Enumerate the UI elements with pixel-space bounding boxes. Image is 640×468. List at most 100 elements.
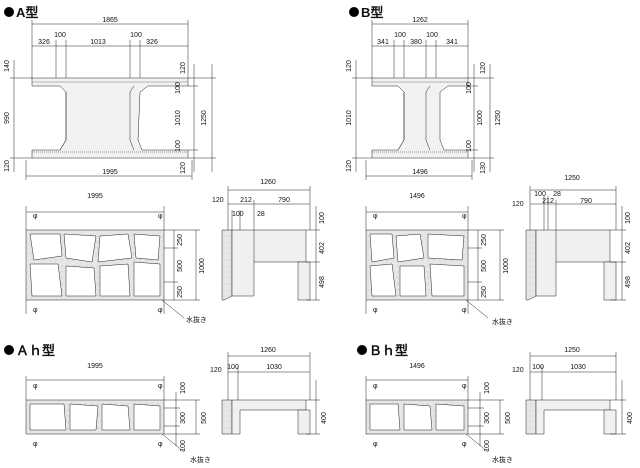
dim-bh-front-bot: 100 — [484, 440, 491, 452]
phi-mark: φ — [33, 307, 38, 314]
dim-a-side-right1: 100 — [319, 212, 326, 224]
phi-mark: φ — [462, 307, 467, 314]
title-b-type: B型 — [349, 2, 383, 21]
drain-label-b: 水抜き — [492, 317, 513, 326]
a-side-view — [221, 186, 320, 301]
dim-a-bottom-width: 1995 — [102, 169, 118, 176]
phi-mark: φ — [158, 383, 163, 390]
dim-b-right-bot: 130 — [480, 162, 487, 174]
dim-a-side-right2: 402 — [319, 242, 326, 254]
phi-mark: φ — [158, 307, 163, 314]
dim-bh-front-top: 100 — [484, 382, 491, 394]
dim-a-right-bot: 120 — [180, 162, 187, 174]
a-front-view — [25, 206, 200, 319]
dim-b-side-d0: 100 — [534, 191, 546, 198]
dim-b-side-d1: 28 — [553, 191, 561, 198]
dim-ah-side-right: 400 — [321, 412, 328, 424]
phi-mark: φ — [373, 213, 378, 220]
dim-bh-front-total: 500 — [505, 412, 512, 424]
phi-mark: φ — [462, 213, 467, 220]
dim-bh-front-mid: 300 — [484, 412, 491, 424]
dim-a-side-left: 120 — [212, 197, 224, 204]
phi-mark: φ — [373, 383, 378, 390]
dim-b-right-total: 1250 — [495, 110, 502, 126]
dim-a-side-right3: 498 — [319, 276, 326, 288]
dim-b-web-right: 100 — [426, 32, 438, 39]
dim-b-right-top: 120 — [480, 62, 487, 74]
dim-b-side-d2: 212 — [542, 198, 554, 205]
title-a-type: A型 — [4, 2, 38, 21]
dim-ah-front-width: 1995 — [87, 363, 103, 370]
dim-b-side-right2: 402 — [625, 242, 632, 254]
dim-b-center: 380 — [410, 39, 422, 46]
dim-b-right-mid: 1000 — [477, 110, 484, 126]
dim-bh-side-left: 120 — [512, 367, 524, 374]
dim-a-left-flange: 326 — [38, 39, 50, 46]
dim-b-overall: 1262 — [412, 17, 428, 24]
dim-bh-side-d2: 1030 — [570, 364, 586, 371]
dim-b-side-left: 120 — [512, 201, 524, 208]
dim-a-web-left: 100 — [54, 32, 66, 39]
dim-a-left-top: 140 — [4, 60, 11, 72]
b-front-view — [365, 206, 504, 319]
dim-a-right-a: 100 — [175, 82, 182, 94]
dim-ah-side-d2: 1030 — [266, 364, 282, 371]
dim-b-front-mid: 500 — [481, 260, 488, 272]
dim-ah-front-bot: 100 — [180, 440, 187, 452]
dim-a-front-bot: 250 — [177, 286, 184, 298]
dim-a-front-mid: 500 — [177, 260, 184, 272]
dim-a-left-bot: 120 — [4, 160, 11, 172]
dim-ah-side-d1: 100 — [227, 364, 239, 371]
title-a-text: A型 — [16, 5, 39, 20]
dim-a-center: 1013 — [90, 39, 106, 46]
drain-label-bh: 水抜き — [492, 455, 513, 464]
dim-b-side-total: 1250 — [564, 175, 580, 182]
phi-mark: φ — [33, 383, 38, 390]
dim-b-right-b: 100 — [466, 140, 473, 152]
dim-a-front-width: 1995 — [87, 193, 103, 200]
bullet-icon — [4, 344, 14, 355]
bh-front-view — [365, 376, 504, 453]
dim-b-front-width: 1496 — [409, 193, 425, 200]
dim-ah-side-total: 1260 — [260, 347, 276, 354]
dim-b-left-flange: 341 — [377, 39, 389, 46]
phi-mark: φ — [158, 213, 163, 220]
phi-mark: φ — [462, 383, 467, 390]
dim-bh-side-right: 400 — [627, 412, 634, 424]
bullet-icon — [4, 6, 14, 17]
a-plan-view — [10, 20, 216, 180]
dim-b-left-top: 120 — [346, 60, 353, 72]
dim-a-front-top: 250 — [177, 234, 184, 246]
dim-a-left-mid: 990 — [4, 112, 11, 124]
dim-a-right-b: 100 — [175, 140, 182, 152]
dim-b-right-flange: 341 — [446, 39, 458, 46]
dim-a-web-right: 100 — [130, 32, 142, 39]
bullet-icon — [349, 6, 359, 17]
b-plan-view — [352, 20, 494, 180]
dim-b-web-left: 100 — [394, 32, 406, 39]
title-ah-text: Ａｈ型 — [16, 343, 56, 358]
title-bh-type: Ｂｈ型 — [357, 340, 408, 359]
dim-b-front-bot: 250 — [481, 286, 488, 298]
dim-b-bottom-width: 1496 — [412, 169, 428, 176]
dim-b-side-right1: 100 — [625, 212, 632, 224]
dim-a-front-total: 1000 — [199, 258, 206, 274]
bullet-icon — [357, 344, 367, 355]
phi-mark: φ — [33, 213, 38, 220]
dim-a-side-d1: 212 — [240, 197, 252, 204]
dim-a-right-total: 1250 — [201, 110, 208, 126]
title-b-text: B型 — [361, 5, 384, 20]
dim-ah-side-left: 120 — [210, 367, 222, 374]
phi-mark: φ — [33, 441, 38, 448]
dim-b-front-top: 250 — [481, 234, 488, 246]
phi-mark: φ — [373, 441, 378, 448]
phi-mark: φ — [462, 441, 467, 448]
title-bh-text: Ｂｈ型 — [369, 343, 409, 358]
dim-b-left-mid: 1010 — [346, 110, 353, 126]
dim-a-side-inner1: 100 — [232, 211, 244, 218]
b-side-view — [525, 186, 626, 301]
dim-a-right-mid: 1010 — [175, 110, 182, 126]
dim-a-side-total: 1260 — [260, 179, 276, 186]
title-ah-type: Ａｈ型 — [4, 340, 55, 359]
